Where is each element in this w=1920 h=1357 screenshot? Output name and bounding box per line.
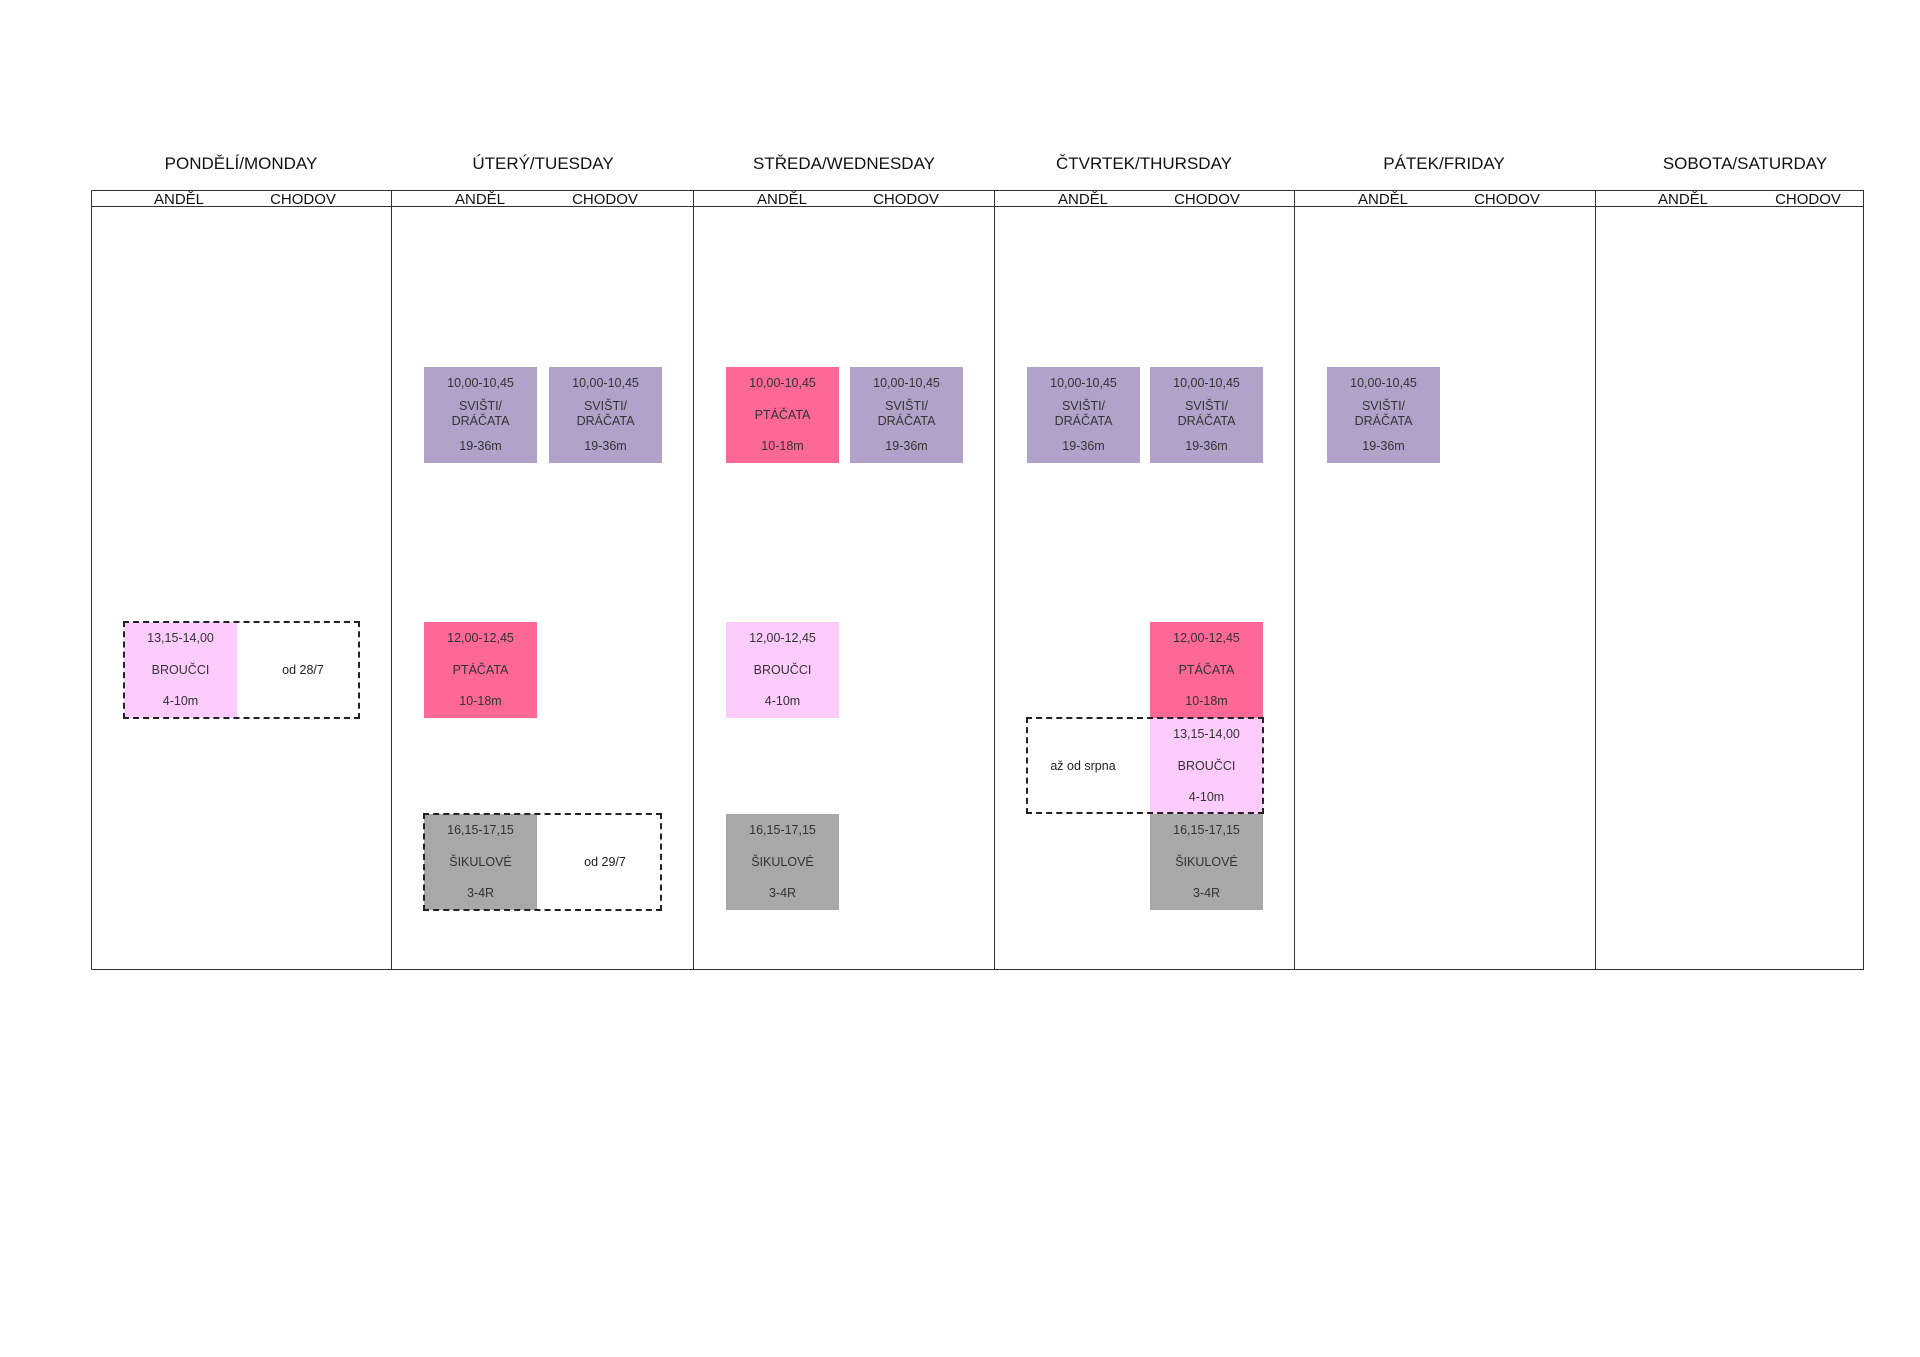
class-name: DRÁČATA [1354, 414, 1413, 428]
class-block-brouci[interactable]: 13,15-14,00 BROUČCI 4-10m [124, 622, 237, 718]
class-name: SVIŠTI/ [1184, 399, 1229, 413]
class-block-svisti[interactable]: 10,00-10,45 SVIŠTI/ DRÁČATA 19-36m [1327, 367, 1440, 463]
class-name: DRÁČATA [1054, 414, 1113, 428]
class-age: 19-36m [459, 439, 502, 453]
class-name: DRÁČATA [1177, 414, 1236, 428]
day-title-saturday: SOBOTA/SATURDAY [1662, 154, 1828, 173]
dashed-group-tuesday [423, 813, 662, 911]
location-andel: ANDĚL [1357, 191, 1409, 208]
schedule-table [91, 190, 1864, 970]
class-block-brouci[interactable]: 13,15-14,00 BROUČCI 4-10m [1150, 718, 1263, 814]
class-block-ptacata[interactable]: 12,00-12,45 PTÁČATA 10-18m [424, 622, 537, 718]
class-name: DRÁČATA [877, 414, 936, 428]
location-chodov: CHODOV [1474, 191, 1540, 208]
class-name: ŠIKULOVÉ [1175, 855, 1238, 869]
class-block-ptacata[interactable]: 12,00-12,45 PTÁČATA 10-18m [1150, 622, 1263, 718]
class-age: 19-36m [1185, 439, 1228, 453]
class-name: PTÁČATA [754, 408, 811, 422]
day-title-friday: PÁTEK/FRIDAY [1383, 154, 1505, 173]
location-chodov: CHODOV [572, 191, 638, 208]
class-time: 10,00-10,45 [1050, 376, 1117, 390]
dashed-group-thursday [1026, 717, 1264, 814]
class-block-svisti[interactable]: 10,00-10,45 SVIŠTI/ DRÁČATA 19-36m [1150, 367, 1263, 463]
location-andel: ANDĚL [153, 191, 205, 208]
class-time: 12,00-12,45 [1173, 631, 1240, 645]
note-from-date: od 29/7 [584, 855, 626, 869]
class-age: 10-18m [1185, 694, 1228, 708]
column-divider [1595, 190, 1596, 970]
class-block-sikulove[interactable]: 16,15-17,15 ŠIKULOVÉ 3-4R [726, 814, 839, 910]
day-title-tuesday: ÚTERÝ/TUESDAY [472, 154, 614, 173]
class-block-svisti[interactable]: 10,00-10,45 SVIŠTI/ DRÁČATA 19-36m [549, 367, 662, 463]
column-divider [994, 190, 995, 970]
class-block-brouci[interactable]: 12,00-12,45 BROUČCI 4-10m [726, 622, 839, 718]
class-time: 16,15-17,15 [1173, 823, 1240, 837]
class-block-svisti[interactable]: 10,00-10,45 SVIŠTI/ DRÁČATA 19-36m [1027, 367, 1140, 463]
location-chodov: CHODOV [1174, 191, 1240, 208]
class-time: 10,00-10,45 [873, 376, 940, 390]
class-age: 10-18m [761, 439, 804, 453]
class-age: 3-4R [1192, 886, 1221, 900]
class-name: SVIŠTI/ [458, 399, 503, 413]
class-name: DRÁČATA [576, 414, 635, 428]
class-name: ŠIKULOVÉ [751, 855, 814, 869]
class-name: ŠIKULOVÉ [449, 855, 512, 869]
class-time: 16,15-17,15 [749, 823, 816, 837]
location-andel: ANDĚL [454, 191, 506, 208]
class-age: 10-18m [459, 694, 502, 708]
class-age: 4-10m [764, 694, 801, 708]
class-name: SVIŠTI/ [1361, 399, 1406, 413]
dashed-group-monday [123, 621, 360, 719]
class-block-sikulove[interactable]: 16,15-17,15 ŠIKULOVÉ 3-4R [1150, 814, 1263, 910]
class-time: 10,00-10,45 [1173, 376, 1240, 390]
class-name: PTÁČATA [452, 663, 509, 677]
class-age: 4-10m [1188, 790, 1225, 804]
location-chodov: CHODOV [873, 191, 939, 208]
class-age: 3-4R [466, 886, 495, 900]
class-time: 12,00-12,45 [749, 631, 816, 645]
location-andel: ANDĚL [1057, 191, 1109, 208]
class-name: SVIŠTI/ [884, 399, 929, 413]
note-from-date: od 28/7 [282, 663, 324, 677]
class-age: 4-10m [162, 694, 199, 708]
column-divider [391, 190, 392, 970]
location-andel: ANDĚL [756, 191, 808, 208]
class-name: PTÁČATA [1178, 663, 1235, 677]
class-block-svisti[interactable]: 10,00-10,45 SVIŠTI/ DRÁČATA 19-36m [424, 367, 537, 463]
class-block-svisti[interactable]: 10,00-10,45 SVIŠTI/ DRÁČATA 19-36m [850, 367, 963, 463]
location-chodov: CHODOV [1775, 191, 1841, 208]
column-divider [1294, 190, 1295, 970]
column-divider [693, 190, 694, 970]
class-age: 19-36m [1362, 439, 1405, 453]
class-name: SVIŠTI/ [1061, 399, 1106, 413]
class-time: 13,15-14,00 [1173, 727, 1240, 741]
class-name: BROUČCI [1177, 759, 1236, 773]
class-block-sikulove[interactable]: 16,15-17,15 ŠIKULOVÉ 3-4R [424, 814, 537, 910]
header-divider [91, 206, 1864, 207]
day-title-wednesday: STŘEDA/WEDNESDAY [753, 154, 935, 173]
class-age: 19-36m [584, 439, 627, 453]
class-name: SVIŠTI/ [583, 399, 628, 413]
class-block-ptacata[interactable]: 10,00-10,45 PTÁČATA 10-18m [726, 367, 839, 463]
class-age: 19-36m [1062, 439, 1105, 453]
class-name: BROUČCI [151, 663, 210, 677]
class-time: 10,00-10,45 [749, 376, 816, 390]
class-age: 19-36m [885, 439, 928, 453]
day-title-thursday: ČTVRTEK/THURSDAY [1055, 154, 1233, 173]
class-time: 13,15-14,00 [147, 631, 214, 645]
class-time: 16,15-17,15 [447, 823, 514, 837]
class-time: 12,00-12,45 [447, 631, 514, 645]
note-from-august: až od srpna [1050, 759, 1116, 773]
location-chodov: CHODOV [270, 191, 336, 208]
class-time: 10,00-10,45 [1350, 376, 1417, 390]
class-time: 10,00-10,45 [447, 376, 514, 390]
location-andel: ANDĚL [1657, 191, 1709, 208]
class-name: DRÁČATA [451, 414, 510, 428]
class-name: BROUČCI [753, 663, 812, 677]
day-title-monday: PONDĚLÍ/MONDAY [164, 154, 318, 173]
class-time: 10,00-10,45 [572, 376, 639, 390]
class-age: 3-4R [768, 886, 797, 900]
